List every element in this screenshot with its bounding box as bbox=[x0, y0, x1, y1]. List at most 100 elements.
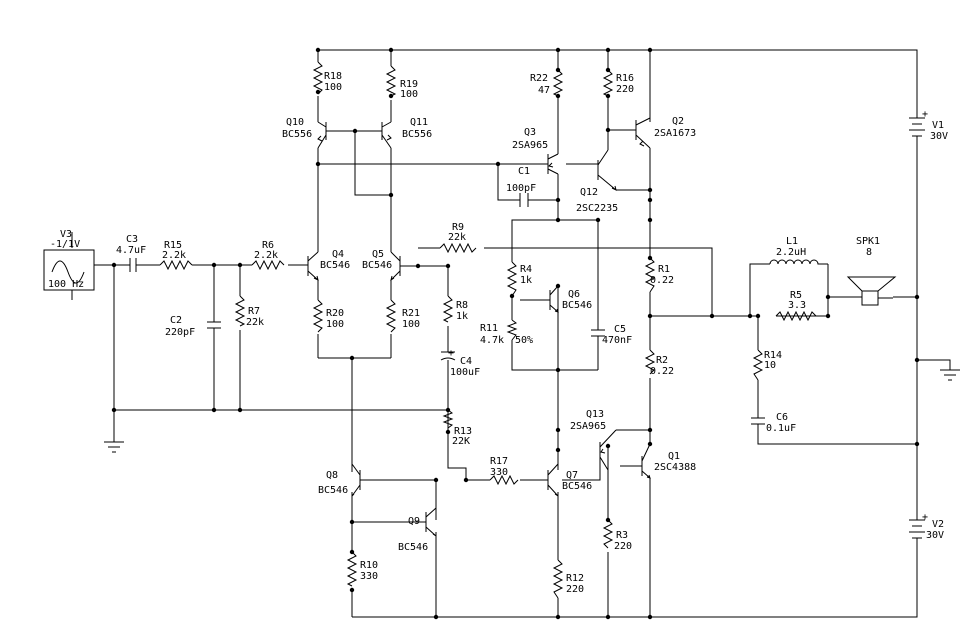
C3-symbol bbox=[129, 258, 137, 272]
C2-label: C2 bbox=[170, 315, 182, 326]
Q5-label: Q5 bbox=[372, 249, 384, 260]
R5-symbol bbox=[775, 310, 817, 322]
Q3-label: Q3 bbox=[524, 127, 536, 138]
R21-symbol bbox=[385, 299, 397, 333]
R17-value: 330 bbox=[490, 467, 508, 478]
Q6-symbol bbox=[549, 285, 559, 313]
R11-extra: 50% bbox=[515, 335, 533, 346]
Q2-label: Q2 bbox=[672, 116, 684, 127]
V2-label: V2 bbox=[932, 519, 944, 530]
R5-label: R5 bbox=[790, 290, 802, 301]
R15-symbol bbox=[159, 259, 193, 271]
R18-label: R18 bbox=[324, 71, 342, 82]
Q12-label: Q12 bbox=[580, 187, 598, 198]
R19-value: 100 bbox=[400, 89, 418, 100]
SPK1-label: SPK1 bbox=[856, 236, 880, 247]
Q7-value: BC546 bbox=[562, 481, 592, 492]
R19-symbol bbox=[385, 65, 397, 97]
ground-icons bbox=[104, 369, 960, 453]
R12-symbol bbox=[552, 559, 564, 599]
C3-value: 4.7uF bbox=[116, 245, 146, 256]
V2-plus: + bbox=[922, 512, 928, 523]
junction-dots bbox=[111, 47, 920, 620]
R3-symbol bbox=[602, 519, 614, 549]
Q11-label: Q11 bbox=[410, 117, 428, 128]
R1-symbol bbox=[644, 257, 656, 293]
V1-label: V1 bbox=[932, 120, 944, 131]
R11-label: R11 bbox=[480, 323, 498, 334]
Q2-value: 2SA1673 bbox=[654, 128, 696, 139]
speaker-icon bbox=[846, 276, 897, 306]
C6-label: C6 bbox=[776, 412, 788, 423]
R21-value: 100 bbox=[402, 319, 420, 330]
Q4-value: BC546 bbox=[320, 260, 350, 271]
R10-symbol bbox=[346, 551, 358, 587]
R4-symbol bbox=[506, 261, 518, 297]
R18-value: 100 bbox=[324, 82, 342, 93]
R17-label: R17 bbox=[490, 456, 508, 467]
R18-symbol bbox=[312, 61, 324, 95]
C1-value: 100pF bbox=[506, 183, 536, 194]
capacitor-symbols bbox=[129, 193, 765, 430]
Q12-symbol bbox=[597, 149, 617, 191]
R15-label: R15 bbox=[164, 240, 182, 251]
V3-value: -1/1V bbox=[50, 239, 80, 250]
R13-label: R13 bbox=[454, 426, 472, 437]
R2-value: 0.22 bbox=[650, 366, 674, 377]
Q12-value: 2SC2235 bbox=[576, 203, 618, 214]
R16-value: 220 bbox=[616, 84, 634, 95]
R11-value: 4.7k bbox=[480, 335, 504, 346]
R11-symbol bbox=[506, 319, 518, 341]
R13-symbol bbox=[442, 409, 454, 429]
Q8-label: Q8 bbox=[326, 470, 338, 481]
R14-label: R14 bbox=[764, 350, 782, 361]
V3-freq: 100 Hz bbox=[48, 279, 84, 290]
Q5-symbol bbox=[390, 251, 401, 282]
C1-label: C1 bbox=[518, 166, 530, 177]
C4-symbol bbox=[440, 351, 456, 374]
R15-value: 2.2k bbox=[162, 250, 186, 261]
Q11-symbol bbox=[381, 121, 392, 149]
Q3-symbol bbox=[547, 153, 559, 175]
transistor-symbols bbox=[307, 117, 651, 537]
R1-value: 0.22 bbox=[650, 275, 674, 286]
C4-plus: + bbox=[448, 348, 454, 359]
Q9-value: BC546 bbox=[398, 542, 428, 553]
R14-value: 10 bbox=[764, 360, 776, 371]
R2-symbol bbox=[644, 349, 656, 375]
R17-symbol bbox=[489, 474, 519, 486]
C3-label: C3 bbox=[126, 234, 138, 245]
R13-value: 22K bbox=[452, 436, 470, 447]
C6-value: 0.1uF bbox=[766, 423, 796, 434]
C1-symbol bbox=[519, 193, 529, 207]
R1-label: R1 bbox=[658, 264, 670, 275]
R4-label: R4 bbox=[520, 264, 532, 275]
Q7-symbol bbox=[547, 463, 559, 497]
R2-label: R2 bbox=[656, 355, 668, 366]
Q1-label: Q1 bbox=[668, 451, 680, 462]
C2-value: 220pF bbox=[165, 327, 195, 338]
Q10-label: Q10 bbox=[286, 117, 304, 128]
C6-symbol bbox=[751, 417, 765, 430]
V3-label: V3 bbox=[60, 229, 72, 240]
R10-value: 330 bbox=[360, 571, 378, 582]
R22-label: R22 bbox=[530, 73, 548, 84]
Q3-value: 2SA965 bbox=[512, 140, 548, 151]
Q6-label: Q6 bbox=[568, 289, 580, 300]
wires bbox=[71, 49, 951, 618]
R6-label: R6 bbox=[262, 240, 274, 251]
R6-value: 2.2k bbox=[254, 250, 278, 261]
V1-plus: + bbox=[922, 109, 928, 120]
R16-label: R16 bbox=[616, 73, 634, 84]
C5-value: 470nF bbox=[602, 335, 632, 346]
Q10-symbol bbox=[317, 121, 327, 149]
resistor-symbols bbox=[159, 61, 817, 599]
C5-symbol bbox=[591, 329, 605, 345]
R19-label: R19 bbox=[400, 79, 418, 90]
R22-symbol bbox=[552, 69, 564, 97]
R3-label: R3 bbox=[616, 530, 628, 541]
R22-value: 47 bbox=[538, 85, 550, 96]
Q6-value: BC546 bbox=[562, 300, 592, 311]
Q10-value: BC556 bbox=[282, 129, 312, 140]
Q2-symbol bbox=[635, 117, 651, 149]
